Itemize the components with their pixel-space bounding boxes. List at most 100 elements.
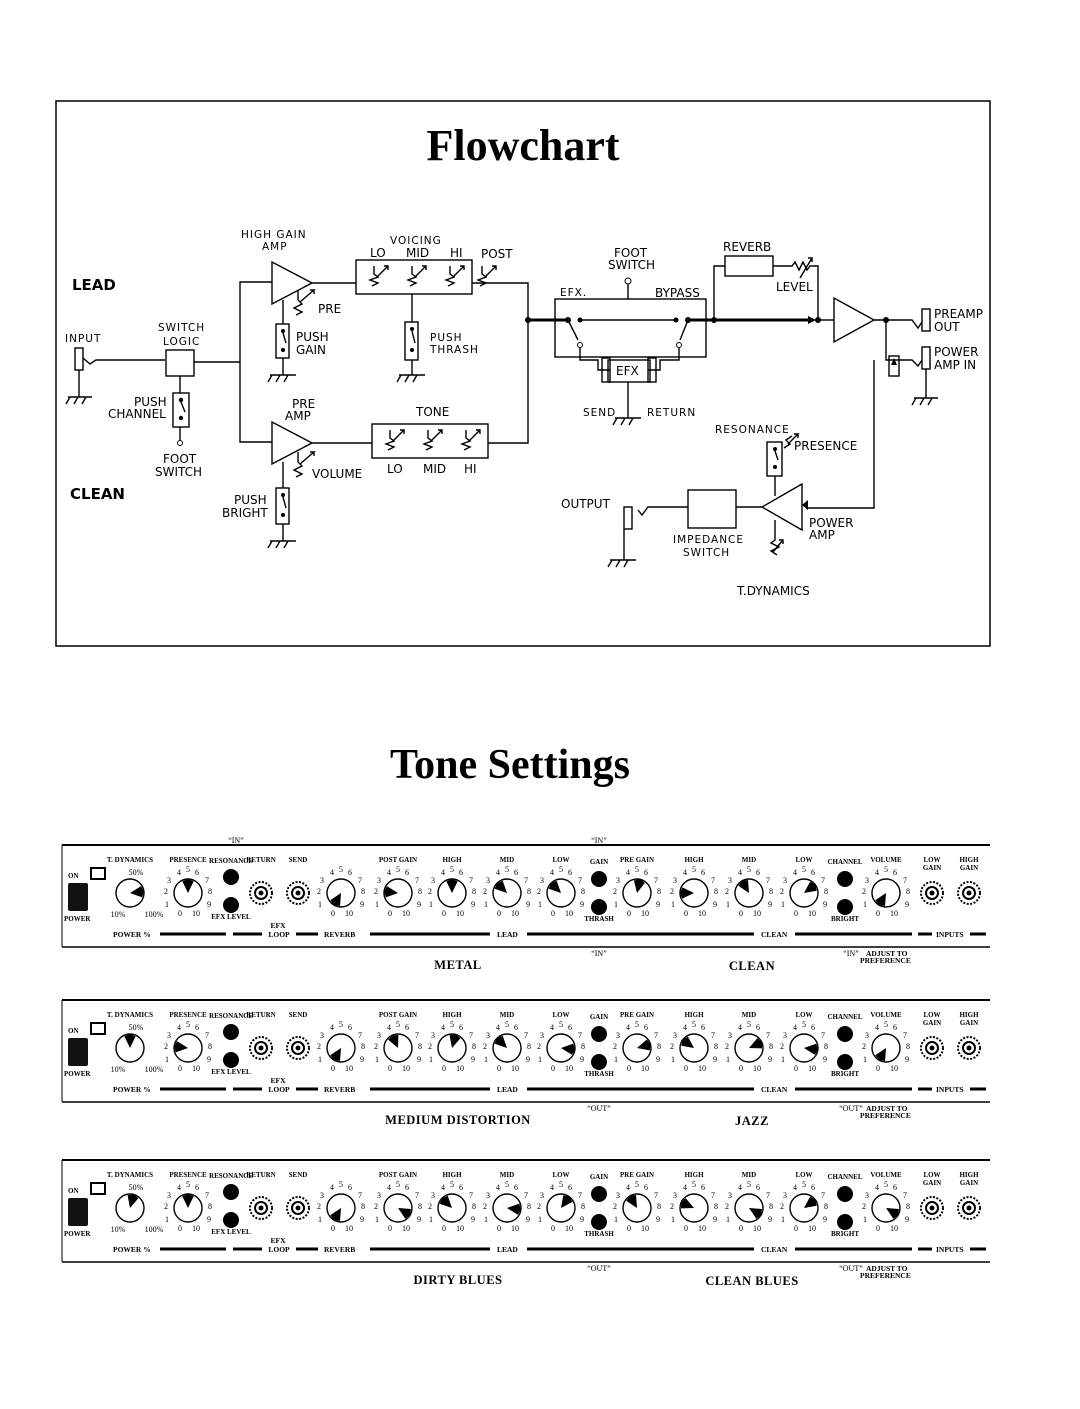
- scale-number: 6: [568, 868, 572, 877]
- scale-number: 6: [195, 1183, 199, 1192]
- scale-number: 7: [654, 1191, 658, 1200]
- scale-number: 9: [580, 1215, 584, 1224]
- scale-number: 2: [317, 1042, 321, 1051]
- caption-right: CLEAN BLUES: [705, 1274, 798, 1288]
- scale-number: 1: [781, 1215, 785, 1224]
- scale-number: 4: [387, 1183, 391, 1192]
- push-gain-switch: [267, 300, 296, 383]
- scale-number: 4: [496, 868, 500, 877]
- label-low: LOW: [552, 856, 569, 864]
- bright-button[interactable]: [837, 1054, 853, 1070]
- efx-level-button[interactable]: [223, 897, 239, 913]
- label-presence: PRESENCE: [169, 856, 207, 864]
- gain-button[interactable]: [591, 1186, 607, 1202]
- channel-button[interactable]: [837, 1186, 853, 1202]
- scale-number: 5: [339, 865, 343, 874]
- label-gain: GAIN: [590, 1173, 608, 1181]
- knob-pointer: [124, 1034, 136, 1048]
- label-50pct: 50%: [129, 1183, 144, 1192]
- label-on: ON: [68, 1187, 79, 1195]
- knob-t-dynamics[interactable]: [115, 1033, 145, 1063]
- section-lead: LEAD: [72, 276, 116, 294]
- thrash-button[interactable]: [591, 1214, 607, 1230]
- thrash-button[interactable]: [591, 899, 607, 915]
- gain-button[interactable]: [591, 1026, 607, 1042]
- power-switch[interactable]: [68, 1038, 88, 1066]
- label-high-gain-2: GAIN: [960, 864, 978, 872]
- scale-number: 6: [893, 868, 897, 877]
- scale-number: 2: [862, 887, 866, 896]
- label-low-gain-1: LOW: [923, 856, 940, 864]
- scale-number: 8: [361, 887, 365, 896]
- efx-level-button[interactable]: [223, 1212, 239, 1228]
- label-adjust-2: PREFERENCE: [860, 1111, 911, 1120]
- scale-number: 9: [823, 1215, 827, 1224]
- push-thrash-switch: [396, 294, 425, 383]
- resonance-button[interactable]: [223, 1184, 239, 1200]
- knob-pointer: [637, 1039, 651, 1051]
- scale-number: 8: [418, 1202, 422, 1211]
- scale-number: 9: [768, 900, 772, 909]
- scale-number: 9: [656, 900, 660, 909]
- foot-switch-a-label-1: FOOT: [163, 452, 197, 466]
- power-switch[interactable]: [68, 1198, 88, 1226]
- thrash-button[interactable]: [591, 1054, 607, 1070]
- power-switch[interactable]: [68, 883, 88, 911]
- scale-number: 4: [496, 1023, 500, 1032]
- knob-t-dynamics[interactable]: [115, 1193, 145, 1223]
- label-high-gain-1: HIGH: [959, 856, 979, 864]
- knob-t-dynamics[interactable]: [115, 878, 145, 908]
- knob-pointer: [804, 1196, 817, 1208]
- scale-number: 1: [781, 900, 785, 909]
- scale-number: 4: [875, 1183, 879, 1192]
- bright-button[interactable]: [837, 1214, 853, 1230]
- channel-button[interactable]: [837, 1026, 853, 1042]
- scale-number: 0: [331, 1224, 335, 1233]
- resonance-button[interactable]: [223, 869, 239, 885]
- scale-number: 8: [527, 1042, 531, 1051]
- efx-level-button[interactable]: [223, 1052, 239, 1068]
- bright-button[interactable]: [837, 899, 853, 915]
- scale-number: 4: [683, 1183, 687, 1192]
- resonance-button[interactable]: [223, 1024, 239, 1040]
- scale-number: 0: [794, 1064, 798, 1073]
- scale-number: 3: [865, 1031, 869, 1040]
- gain-button[interactable]: [591, 871, 607, 887]
- channel-button[interactable]: [837, 871, 853, 887]
- scale-number: 3: [486, 876, 490, 885]
- scale-number: 6: [568, 1023, 572, 1032]
